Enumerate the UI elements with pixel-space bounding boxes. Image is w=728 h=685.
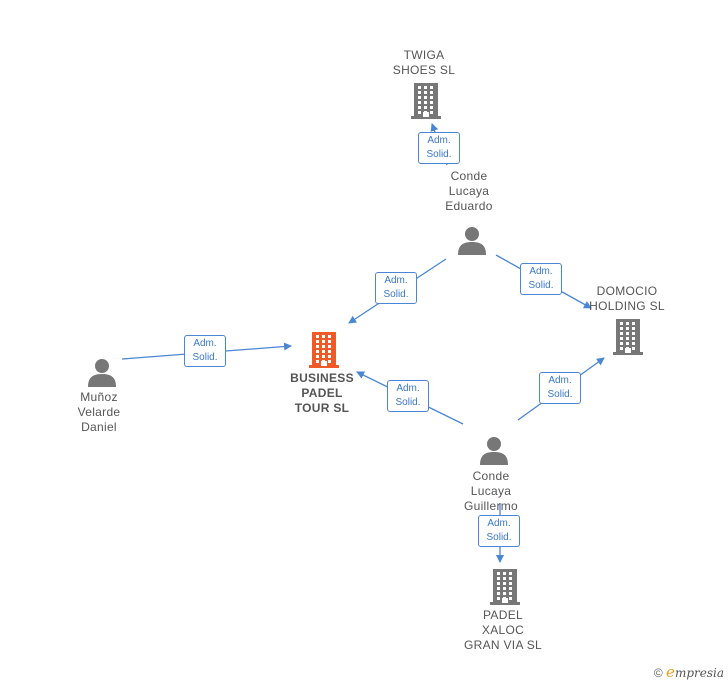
node-domocio[interactable]: [613, 319, 643, 360]
edge-label-line-2: Solid.: [528, 280, 554, 291]
node-label-domocio[interactable]: DOMOCIO HOLDING SL: [589, 284, 665, 313]
edge-label-line-1: Adm.: [193, 338, 217, 349]
edge-label-box[interactable]: Adm. Solid.: [478, 515, 520, 547]
edge-label-line-1: Adm.: [548, 375, 572, 386]
node-padel-xaloc[interactable]: [490, 569, 520, 610]
edge-label-box[interactable]: Adm. Solid.: [375, 272, 417, 304]
edge-label-line-1: Adm.: [384, 275, 408, 286]
edge-label-line-1: Adm.: [487, 518, 511, 529]
node-twiga[interactable]: [411, 83, 441, 124]
node-label-conde-eduardo[interactable]: Conde Lucaya Eduardo: [445, 169, 493, 213]
edge-label-line-2: Solid.: [192, 352, 218, 363]
edge-label-box[interactable]: Adm. Solid.: [539, 372, 581, 404]
edge-label-line-1: Adm.: [529, 266, 553, 277]
node-label-munoz[interactable]: Muñoz Velarde Daniel: [77, 390, 121, 434]
person-icon: [480, 437, 508, 465]
edge-label-line-2: Solid.: [547, 389, 573, 400]
edge-label-box[interactable]: Adm. Solid.: [184, 335, 226, 367]
node-conde-eduardo[interactable]: [457, 225, 487, 260]
node-label-business[interactable]: BUSINESS PADEL TOUR SL: [290, 371, 354, 415]
building-icon: [490, 569, 520, 605]
copyright-symbol: ©: [653, 666, 663, 680]
node-conde-guillermo[interactable]: [479, 435, 509, 470]
edge-label-line-1: Adm.: [396, 383, 420, 394]
edge-label-line-2: Solid.: [426, 149, 452, 160]
edge-label-line-2: Solid.: [395, 397, 421, 408]
person-icon: [458, 227, 486, 255]
edge-label-line-2: Solid.: [383, 289, 409, 300]
building-icon: [309, 332, 339, 368]
node-munoz[interactable]: [87, 357, 117, 392]
building-icon: [411, 83, 441, 119]
node-label-twiga[interactable]: TWIGA SHOES SL: [392, 48, 456, 77]
building-icon: [613, 319, 643, 355]
edge-label-box[interactable]: Adm. Solid.: [520, 263, 562, 295]
node-label-padel-xaloc[interactable]: PADEL XALOC GRAN VIA SL: [464, 608, 542, 652]
watermark: © empresia: [654, 663, 724, 681]
edge-label-line-2: Solid.: [486, 532, 512, 543]
edge-label-box[interactable]: Adm. Solid.: [418, 132, 460, 164]
brand-logo: empresia: [666, 663, 724, 681]
edge-label-line-1: Adm.: [427, 135, 451, 146]
node-label-conde-guillermo[interactable]: Conde Lucaya Guillermo: [463, 469, 519, 513]
edge-label-box[interactable]: Adm. Solid.: [387, 380, 429, 412]
node-business[interactable]: [309, 332, 339, 373]
person-icon: [88, 359, 116, 387]
